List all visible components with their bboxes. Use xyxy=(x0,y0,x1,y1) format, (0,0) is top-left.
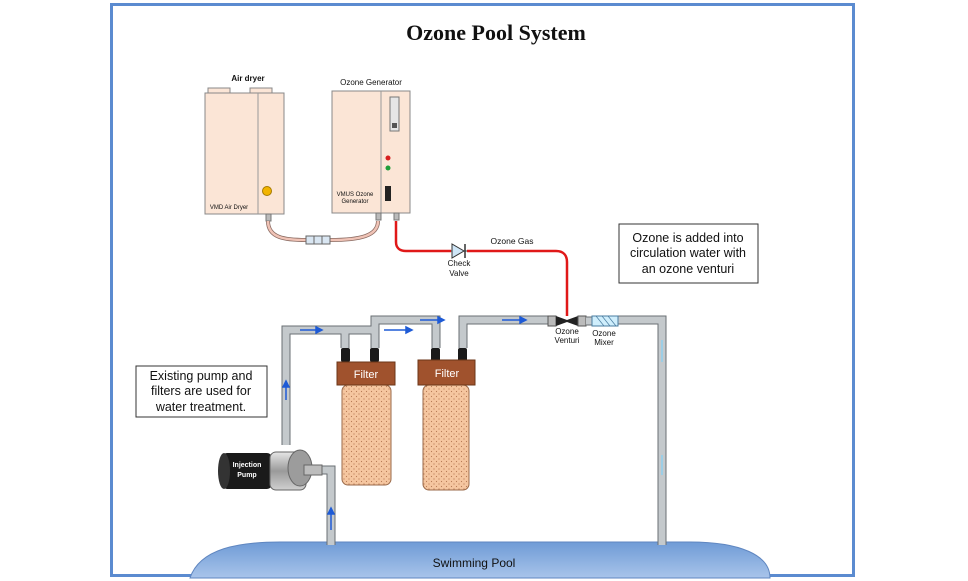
venturi-note-line-2: circulation water with xyxy=(630,246,746,260)
pump-note-line-2: filters are used for xyxy=(151,384,251,398)
air-dryer: Air dryer VMD Air Dryer xyxy=(204,74,285,222)
pump-note-line-1: Existing pump and xyxy=(150,369,253,383)
flow-arrows xyxy=(281,315,663,530)
filter-1-label: Filter xyxy=(354,369,379,381)
ozone-venturi: Ozone Venturi xyxy=(547,315,587,345)
ozone-gas-label: Ozone Gas xyxy=(491,236,534,246)
swimming-pool: Swimming Pool xyxy=(189,541,771,579)
ozone-venturi-label-2: Venturi xyxy=(555,336,580,345)
filter-1: Filter xyxy=(336,361,396,486)
ozone-generator-inner-1: VMUS Ozone xyxy=(337,192,374,198)
filter-valves xyxy=(341,348,467,362)
check-valve: Check Valve xyxy=(448,243,472,278)
ozone-generator-inner-2: Generator xyxy=(341,199,368,205)
swimming-pool-label: Swimming Pool xyxy=(433,556,516,570)
ozone-generator-label: Ozone Generator xyxy=(340,78,402,87)
air-dryer-inner-label: VMD Air Dryer xyxy=(210,205,248,211)
filter-2-label: Filter xyxy=(435,368,460,380)
injection-pump-label-1: Injection xyxy=(233,462,262,469)
ozone-mixer-label-1: Ozone xyxy=(592,329,616,338)
venturi-note-line-1: Ozone is added into xyxy=(632,231,743,245)
ozone-generator: Ozone Generator VMUS Ozone Generator xyxy=(331,78,411,221)
injection-pump: Injection Pump xyxy=(218,449,323,491)
air-dryer-label: Air dryer xyxy=(231,74,264,83)
pump-note-line-3: water treatment. xyxy=(155,400,246,414)
venturi-note-line-3: an ozone venturi xyxy=(642,262,734,276)
venturi-note: Ozone is added into circulation water wi… xyxy=(618,223,759,284)
check-valve-label-1: Check xyxy=(448,259,472,268)
check-valve-label-2: Valve xyxy=(449,269,469,278)
injection-pump-label-2: Pump xyxy=(237,472,256,479)
ozone-mixer-label-2: Mixer xyxy=(594,338,614,347)
filter-2: Filter xyxy=(417,359,476,491)
ozone-mixer: Ozone Mixer xyxy=(586,315,619,347)
diagram-title: Ozone Pool System xyxy=(406,20,586,45)
air-tube xyxy=(266,220,380,245)
pump-note: Existing pump and filters are used for w… xyxy=(135,365,268,418)
ozone-gas-line: Ozone Gas xyxy=(394,221,569,316)
ozone-venturi-label-1: Ozone xyxy=(555,327,579,336)
